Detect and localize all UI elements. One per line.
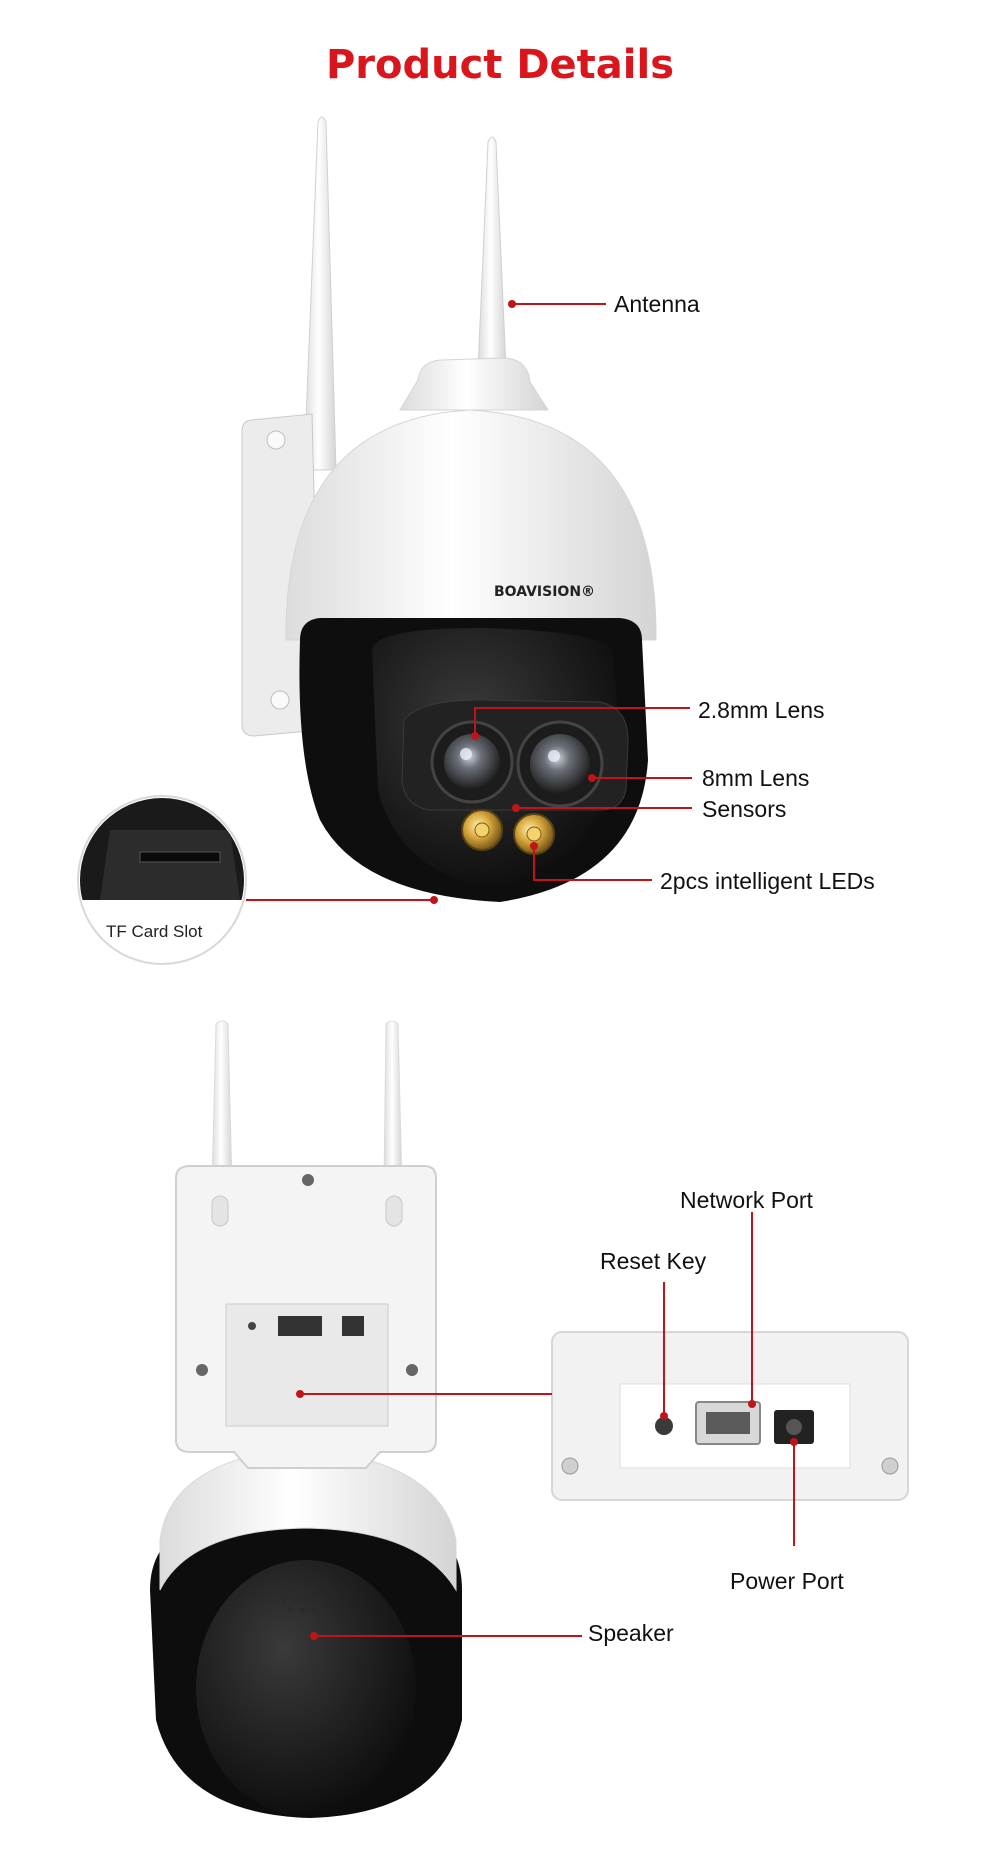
callout-speaker: Speaker [588,1620,674,1646]
brand-logo: BOAVISION® [494,584,595,600]
antenna-right [477,136,507,371]
callout-network-port: Network Port [680,1187,813,1213]
callout-antenna: Antenna [614,291,700,317]
callout-leds: 2pcs intelligent LEDs [660,868,875,894]
camera-dome [285,409,657,641]
top-callout-lines [246,300,692,904]
callout-2-8mm-lens: 2.8mm Lens [698,697,825,723]
back-camera [150,1020,462,1818]
front-camera: BOAVISION® [241,116,657,902]
tf-card-inset [77,795,247,965]
page-title: Product Details [325,42,675,88]
callout-sensors: Sensors [702,796,787,822]
ports-inset [551,1331,909,1501]
tf-card-slot-label: TF Card Slot [106,922,203,941]
antenna-left [303,116,337,471]
callout-power-port: Power Port [730,1568,844,1594]
bottom-callout-lines [296,1212,798,1640]
callout-reset-key: Reset Key [600,1248,707,1274]
callout-8mm-lens: 8mm Lens [702,765,810,791]
